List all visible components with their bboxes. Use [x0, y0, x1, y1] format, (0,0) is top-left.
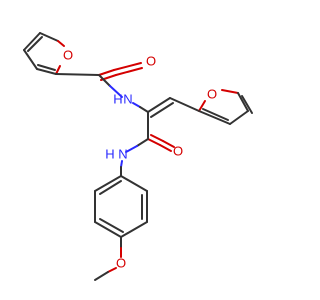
bond	[150, 102, 174, 118]
bond	[136, 138, 149, 147]
bond	[55, 73, 100, 76]
bond	[115, 67, 143, 76]
bond	[120, 175, 148, 192]
furan-ring-top-left	[23, 32, 65, 75]
atom-label-oxygen: O	[63, 47, 73, 62]
bond	[109, 85, 123, 98]
bond	[107, 267, 117, 273]
bond	[147, 97, 171, 113]
atom-label-oxygen: O	[116, 255, 126, 270]
bond	[113, 62, 142, 71]
molecule-structure: O O N H O N H O O	[23, 32, 253, 281]
atom-label-nitrogen: N	[123, 91, 132, 106]
atom-label-oxygen: O	[146, 53, 156, 68]
bond	[162, 140, 175, 148]
bond	[39, 32, 59, 42]
bond	[98, 74, 111, 87]
bond	[132, 102, 141, 108]
bond	[241, 95, 253, 114]
bond	[237, 92, 249, 112]
bond	[198, 100, 206, 112]
bond	[169, 97, 200, 112]
bond	[159, 144, 172, 152]
bond	[125, 145, 138, 153]
bond	[150, 134, 164, 142]
bond	[55, 65, 61, 75]
atom-label-nitrogen: N	[118, 146, 127, 161]
atom-label-oxygen: O	[173, 143, 183, 158]
bond	[221, 89, 239, 94]
furan-ring-right	[198, 89, 253, 125]
bond	[57, 40, 65, 47]
carbonyl-top	[98, 62, 143, 81]
bond	[120, 160, 123, 168]
phenyl-ring	[94, 175, 148, 238]
bond	[23, 32, 41, 51]
bond	[37, 64, 56, 71]
bond	[139, 106, 149, 113]
bond	[229, 110, 249, 125]
alkene-bond	[147, 97, 174, 118]
bond	[94, 175, 122, 192]
atom-label-hydrogen: H	[113, 91, 122, 106]
bond	[99, 218, 124, 233]
bond	[99, 180, 122, 195]
bond	[98, 69, 115, 76]
bond	[23, 49, 38, 70]
bond	[94, 271, 109, 281]
bond	[27, 36, 43, 52]
atom-label-oxygen: O	[207, 86, 217, 101]
bond	[94, 221, 122, 238]
bond	[198, 110, 231, 125]
bond	[36, 68, 57, 75]
bond	[202, 108, 229, 121]
atom-label-hydrogen: H	[105, 146, 114, 161]
bond	[147, 138, 161, 146]
atom-labels: O O N H O N H O O	[63, 47, 217, 270]
bond	[120, 221, 148, 238]
carbonyl-mid	[147, 134, 175, 152]
